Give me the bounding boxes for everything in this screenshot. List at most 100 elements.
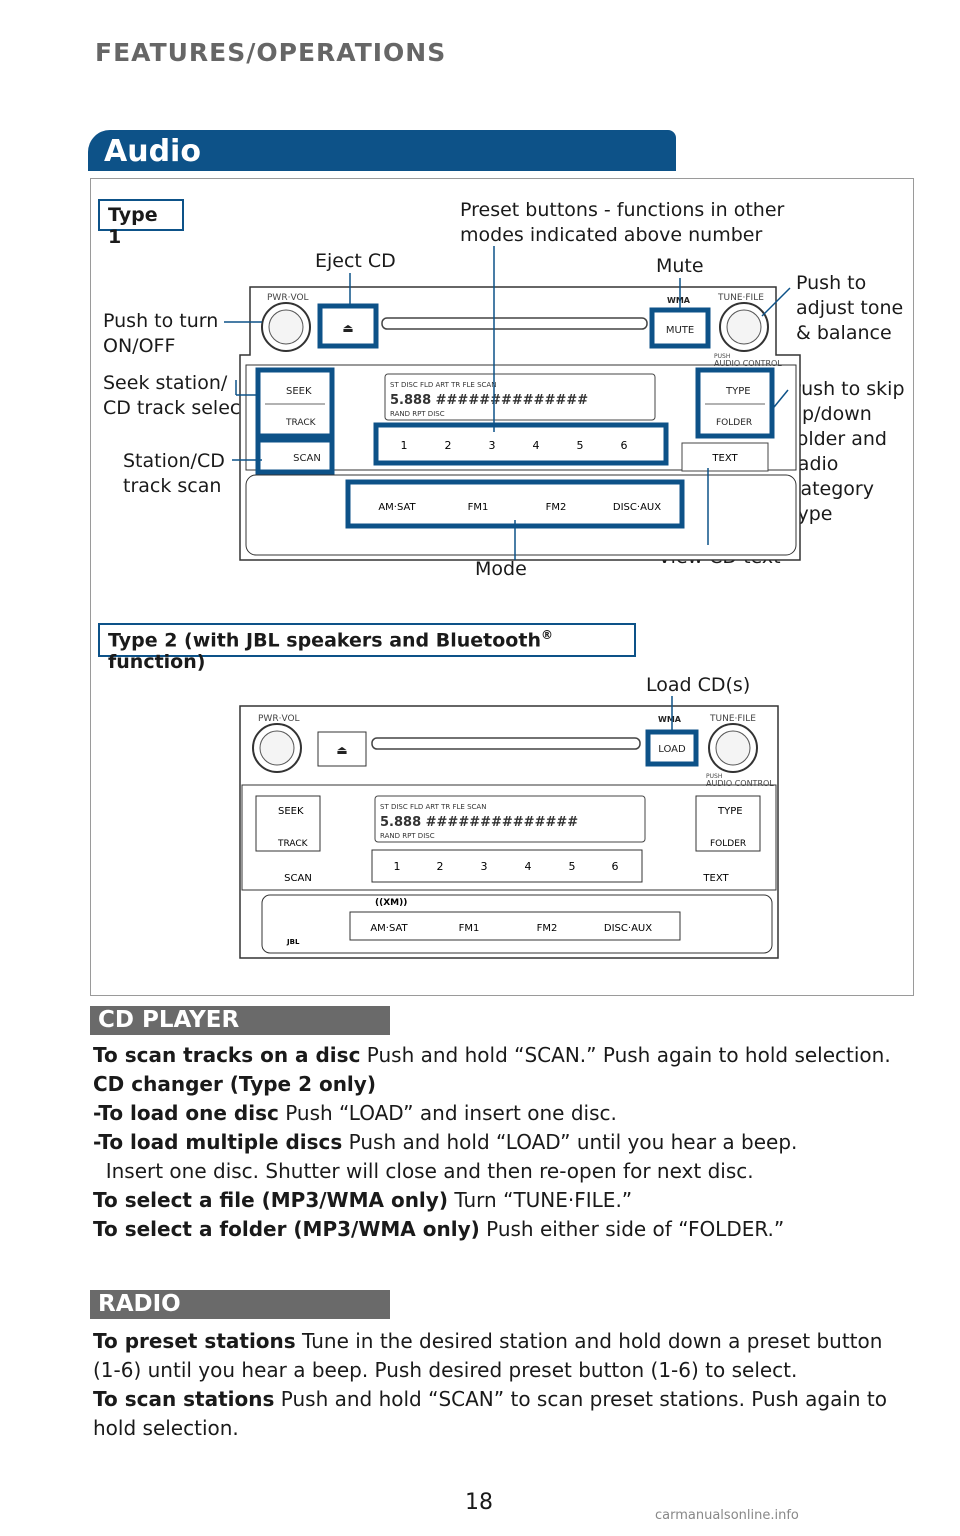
t2-text-text: TEXT	[702, 873, 729, 884]
t1-eject-button	[317, 303, 379, 349]
cd-item-1: CD changer (Type 2 only)	[93, 1072, 376, 1096]
t1-preset-3: 3	[489, 439, 496, 452]
t2-eject-button	[317, 731, 367, 767]
t2-preset-4: 4	[525, 860, 532, 873]
t1-preset-6: 6	[621, 439, 628, 452]
radio-diagrams: PWR·VOL TUNE·FILE PUSH AUDIO CONTROL ⏏ M…	[224, 246, 801, 959]
t2-display-seg: 5.888 ##############	[380, 815, 578, 830]
t2-display	[374, 795, 646, 843]
type2-label-suffix: function)	[108, 651, 206, 674]
audio-title: Audio	[104, 134, 201, 169]
t1-tunefile-text: TUNE·FILE	[717, 293, 764, 303]
t2-type-folder-button	[695, 795, 761, 852]
t1-mode-fm1: FM1	[468, 502, 489, 513]
t1-scan-button	[255, 437, 335, 475]
watermark: carmanualsonline.info	[655, 1508, 799, 1523]
t1-presets: 1 2 3 4 5 6	[401, 439, 628, 452]
t2-load-text: LOAD	[658, 744, 686, 755]
t2-preset-6: 6	[612, 860, 619, 873]
type2-label: Type 2 (with JBL speakers and Bluetooth®…	[98, 623, 636, 673]
t1-type-text: TYPE	[725, 386, 751, 397]
registered-mark: ®	[540, 628, 553, 642]
callout-mute: Mute	[656, 255, 704, 277]
radio-bar: RADIO	[90, 1290, 390, 1319]
t2-mode-group	[349, 911, 681, 941]
callout-skip: Push to skip up/down folder and radio ca…	[790, 378, 905, 525]
t1-type-folder-button	[695, 367, 775, 439]
t1-mute-text: MUTE	[666, 325, 694, 336]
cd-item-3: -To load multiple discs Push and hold “L…	[93, 1130, 798, 1154]
t1-seek-track-button	[255, 367, 335, 439]
t2-pwrvol-text: PWR·VOL	[258, 714, 300, 724]
audio-banner	[88, 130, 676, 171]
t2-mode-fm1: FM1	[459, 923, 480, 934]
t1-mode-amsat: AM·SAT	[378, 502, 416, 513]
radio-item-1: To scan stations Push and hold “SCAN” to…	[93, 1387, 888, 1440]
svg-text:⏏: ⏏	[342, 321, 353, 335]
t1-folder-text: FOLDER	[716, 418, 752, 428]
t1-cd-slot	[381, 317, 648, 330]
t2-seek-text: SEEK	[278, 806, 304, 817]
page-number: 18	[465, 1490, 493, 1515]
cd-item-4: Insert one disc. Shutter will close and …	[93, 1159, 754, 1183]
t1-wma-text: WMA	[667, 296, 691, 305]
diagram-frame	[90, 178, 914, 996]
callout-mode: Mode	[475, 558, 527, 580]
cd-item-2: -To load one disc Push “LOAD” and insert…	[93, 1101, 617, 1125]
type1-unit: PWR·VOL TUNE·FILE PUSH AUDIO CONTROL ⏏ M…	[224, 246, 801, 561]
t1-preset-group	[373, 422, 669, 466]
t2-scan-text: SCAN	[284, 873, 312, 884]
callout-eject: Eject CD	[315, 250, 396, 272]
callout-preset: Preset buttons - functions in other mode…	[460, 199, 785, 246]
t2-mode-fm2: FM2	[537, 923, 558, 934]
t1-audioctl-text: AUDIO CONTROL	[714, 359, 782, 368]
radio-item-0: To preset stations Tune in the desired s…	[93, 1329, 883, 1382]
t1-scan-text: SCAN	[293, 453, 321, 464]
t2-load-button	[645, 729, 699, 767]
t2-preset-group	[371, 849, 643, 883]
t1-display-bottom: RAND RPT DISC	[390, 410, 445, 418]
t2-push-text: PUSH	[706, 773, 722, 780]
t1-push-text: PUSH	[714, 353, 730, 360]
t2-wma-text: WMA	[658, 715, 682, 724]
t2-jbl-text: JBL	[286, 938, 300, 946]
t1-display-top: ST DISC FLD ART TR FLE SCAN	[390, 381, 496, 389]
cd-item-5: To select a file (MP3/WMA only) Turn “TU…	[93, 1188, 633, 1212]
t2-preset-5: 5	[569, 860, 576, 873]
callout-seek: Seek station/ CD track select	[103, 372, 248, 419]
cd-player-bar: CD PLAYER	[90, 1006, 390, 1035]
t1-text-button	[681, 442, 769, 472]
callout-tone: Push to adjust tone & balance	[796, 272, 904, 344]
t2-mode-discaux: DISC·AUX	[604, 923, 652, 934]
type2-unit: PWR·VOL TUNE·FILE PUSH AUDIO CONTROL ⏏ L…	[239, 696, 779, 959]
t2-tunefile-text: TUNE·FILE	[709, 714, 756, 724]
t1-pwrvol-text: PWR·VOL	[267, 293, 309, 303]
t1-preset-4: 4	[533, 439, 540, 452]
section-header: FEATURES/OPERATIONS	[95, 38, 447, 67]
t1-display-seg: 5.888 ##############	[390, 393, 588, 408]
t2-track-text: TRACK	[277, 839, 309, 849]
t1-mode-fm2: FM2	[546, 502, 567, 513]
t2-display-bottom: RAND RPT DISC	[380, 832, 435, 840]
radio-body: To preset stations Tune in the desired s…	[93, 1327, 908, 1443]
callout-load: Load CD(s)	[646, 674, 751, 696]
t1-track-text: TRACK	[285, 418, 317, 428]
t1-leader-lines	[224, 246, 791, 560]
callout-power: Push to turn ON/OFF	[103, 310, 219, 357]
t2-preset-1: 1	[394, 860, 401, 873]
t1-preset-2: 2	[445, 439, 452, 452]
t1-seek-text: SEEK	[286, 386, 312, 397]
t2-seek-track-button	[255, 795, 321, 852]
t2-type-text: TYPE	[717, 806, 743, 817]
cd-item-0: To scan tracks on a disc Push and hold “…	[93, 1043, 891, 1067]
t1-text-text: TEXT	[711, 453, 738, 464]
t1-display	[384, 373, 656, 421]
t2-mode-amsat: AM·SAT	[370, 923, 408, 934]
callout-scan: Station/CD track scan	[123, 450, 225, 497]
type1-label: Type 1	[98, 199, 184, 248]
t2-audioctl-text: AUDIO CONTROL	[706, 779, 774, 788]
cd-item-6: To select a folder (MP3/WMA only) Push e…	[93, 1217, 785, 1241]
cd-player-body: To scan tracks on a disc Push and hold “…	[93, 1041, 913, 1244]
t2-xm-text: ((XM))	[375, 898, 407, 908]
t2-preset-2: 2	[437, 860, 444, 873]
